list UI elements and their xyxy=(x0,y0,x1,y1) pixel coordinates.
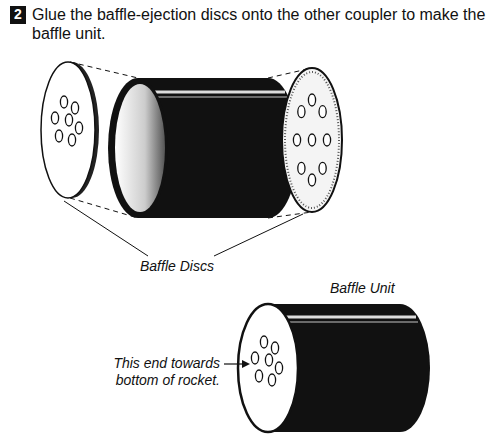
vent-hole xyxy=(293,134,300,146)
coupler-tube xyxy=(108,78,298,218)
baffle-unit xyxy=(238,304,430,432)
vent-hole xyxy=(68,134,75,146)
vent-hole xyxy=(260,336,267,348)
vent-hole xyxy=(265,354,272,366)
vent-hole xyxy=(255,370,262,382)
leader-lines xyxy=(64,201,303,256)
vent-hole xyxy=(55,130,62,142)
guide-lines xyxy=(70,62,312,218)
vent-hole xyxy=(65,114,72,126)
vent-hole xyxy=(308,174,315,186)
vent-hole xyxy=(51,112,58,124)
part-label: Baffle Discs xyxy=(140,258,250,275)
vent-hole xyxy=(275,362,282,374)
right-baffle-disc xyxy=(282,68,342,212)
vent-hole xyxy=(271,342,278,354)
step-number-box: 2 xyxy=(10,6,26,24)
vent-hole xyxy=(60,96,67,108)
instruction-text: Glue the baffle-ejection discs onto the … xyxy=(32,5,498,43)
vent-hole xyxy=(319,106,326,118)
vent-hole xyxy=(308,134,315,146)
note-text: This end towards bottom of rocket. xyxy=(96,355,220,389)
vent-hole xyxy=(268,374,275,386)
pointer-arrow xyxy=(224,360,250,368)
vent-hole xyxy=(319,162,326,174)
vent-hole xyxy=(298,106,305,118)
vent-hole xyxy=(308,94,315,106)
vent-hole xyxy=(251,352,258,364)
vent-hole xyxy=(323,134,330,146)
part-label: Baffle Unit xyxy=(330,280,450,297)
left-baffle-disc xyxy=(41,62,99,198)
step-number: 2 xyxy=(14,6,22,22)
vent-hole xyxy=(75,122,82,134)
vent-hole xyxy=(298,162,305,174)
vent-hole xyxy=(71,102,78,114)
